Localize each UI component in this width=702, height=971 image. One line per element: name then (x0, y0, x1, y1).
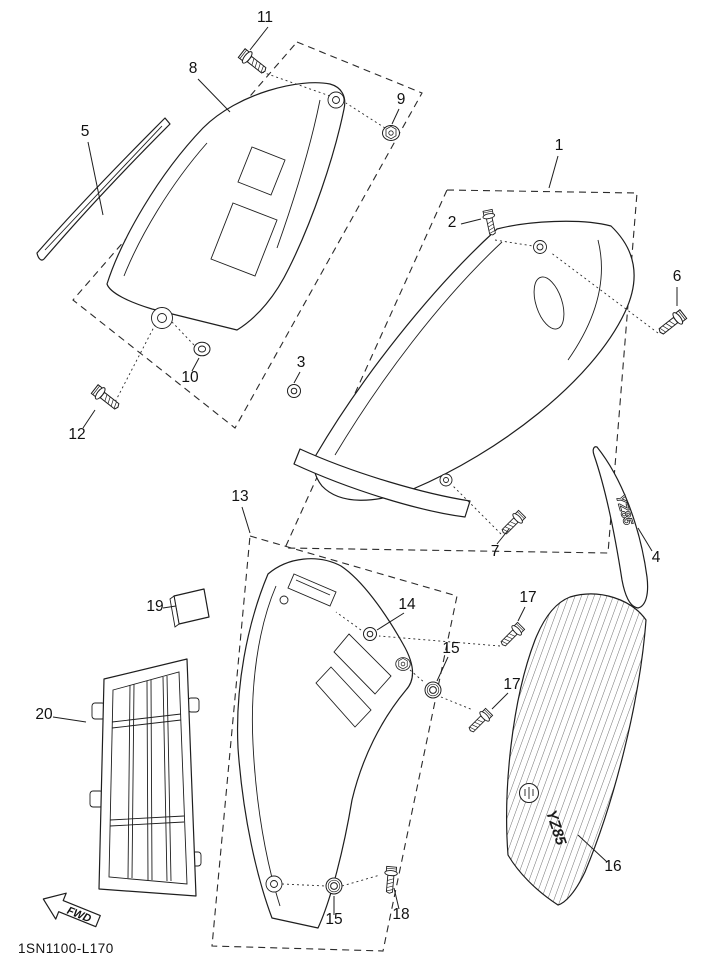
assembly-box-side-cover (284, 189, 638, 554)
callout-9: 9 (397, 91, 406, 108)
callout-13: 13 (231, 488, 248, 505)
fwd-label: FWD (65, 905, 93, 926)
callout-1: 1 (555, 137, 564, 154)
washer-14 (363, 627, 377, 641)
callout-3: 3 (297, 354, 306, 371)
bolt-6 (655, 308, 689, 339)
collar-15-lower (325, 877, 343, 895)
assembly-lines (112, 71, 659, 887)
assembly-box-radiator-shroud (211, 535, 458, 952)
callout-10: 10 (181, 369, 199, 386)
part-radiator-shroud (236, 558, 413, 929)
part-radiator-guard (89, 658, 202, 897)
callout-15-upper: 15 (442, 640, 459, 657)
bolt-17-upper (497, 621, 526, 650)
cover-vent-hole (533, 276, 565, 330)
callout-14: 14 (398, 596, 416, 613)
callout-6: 6 (673, 268, 682, 285)
shroud-boss-nut (395, 657, 411, 671)
bolt-12 (89, 383, 123, 414)
callout-4: 4 (652, 549, 661, 566)
shroud-slot-upper (333, 633, 392, 695)
callout-labels: 11 8 9 5 1 2 6 3 10 12 7 4 13 19 14 17 1… (35, 9, 681, 928)
callout-2: 2 (448, 214, 457, 231)
drawing-code: 1SN1100-L170 (18, 941, 114, 956)
callout-16: 16 (604, 858, 621, 875)
grommet-10 (193, 341, 211, 357)
cover-bottom-strip (293, 448, 471, 518)
callout-12: 12 (68, 426, 85, 443)
callout-20: 20 (35, 706, 53, 723)
bolt-17-lower (465, 707, 494, 736)
nut-9 (382, 125, 400, 141)
bolt-18 (382, 865, 399, 895)
callout-leaders (52, 26, 678, 915)
callout-11: 11 (257, 9, 273, 26)
callout-19: 19 (146, 598, 163, 615)
screw-7 (498, 509, 527, 538)
plate-inner-recess (210, 202, 278, 277)
bolt-11 (236, 47, 270, 78)
part-number-plate (106, 82, 346, 331)
callout-5: 5 (81, 123, 90, 140)
part-protector-blade (36, 117, 171, 261)
part-damper-pad (169, 588, 210, 628)
callout-17-upper: 17 (519, 589, 536, 606)
fwd-arrow: FWD (42, 892, 101, 928)
assembly-box-number-plate (72, 41, 423, 429)
shroud-slot-lower (315, 666, 372, 728)
part-side-decal: YZ85 (592, 446, 649, 609)
callout-18: 18 (392, 906, 409, 923)
callout-7: 7 (491, 543, 500, 560)
callout-8: 8 (189, 60, 198, 77)
washer-3 (287, 384, 301, 398)
part-graphic-decal: YZ85 (506, 593, 647, 906)
part-side-cover (293, 220, 635, 518)
collar-15-upper (424, 681, 442, 699)
plate-inner-recess-upper (237, 146, 286, 196)
shroud-top-hole (279, 595, 289, 605)
callout-17-lower: 17 (503, 676, 520, 693)
callout-15-lower: 15 (325, 911, 342, 928)
